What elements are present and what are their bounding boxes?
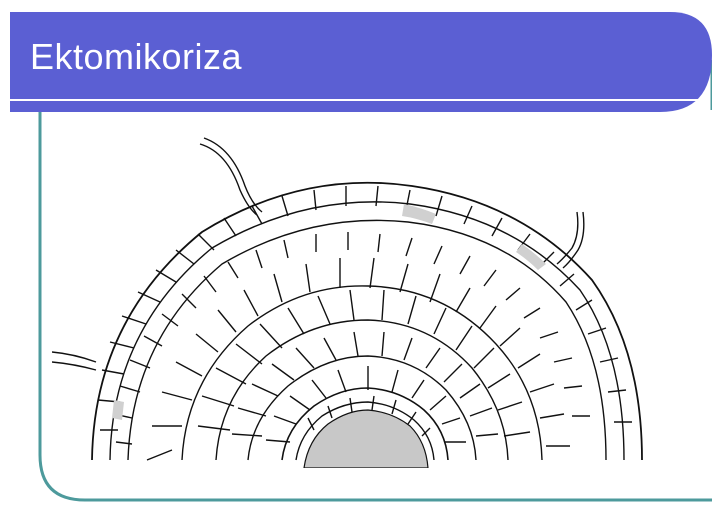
slide-title: Ektomikoriza xyxy=(30,36,242,78)
stele-fill xyxy=(304,410,428,468)
root-cross-section-drawing xyxy=(52,130,658,468)
